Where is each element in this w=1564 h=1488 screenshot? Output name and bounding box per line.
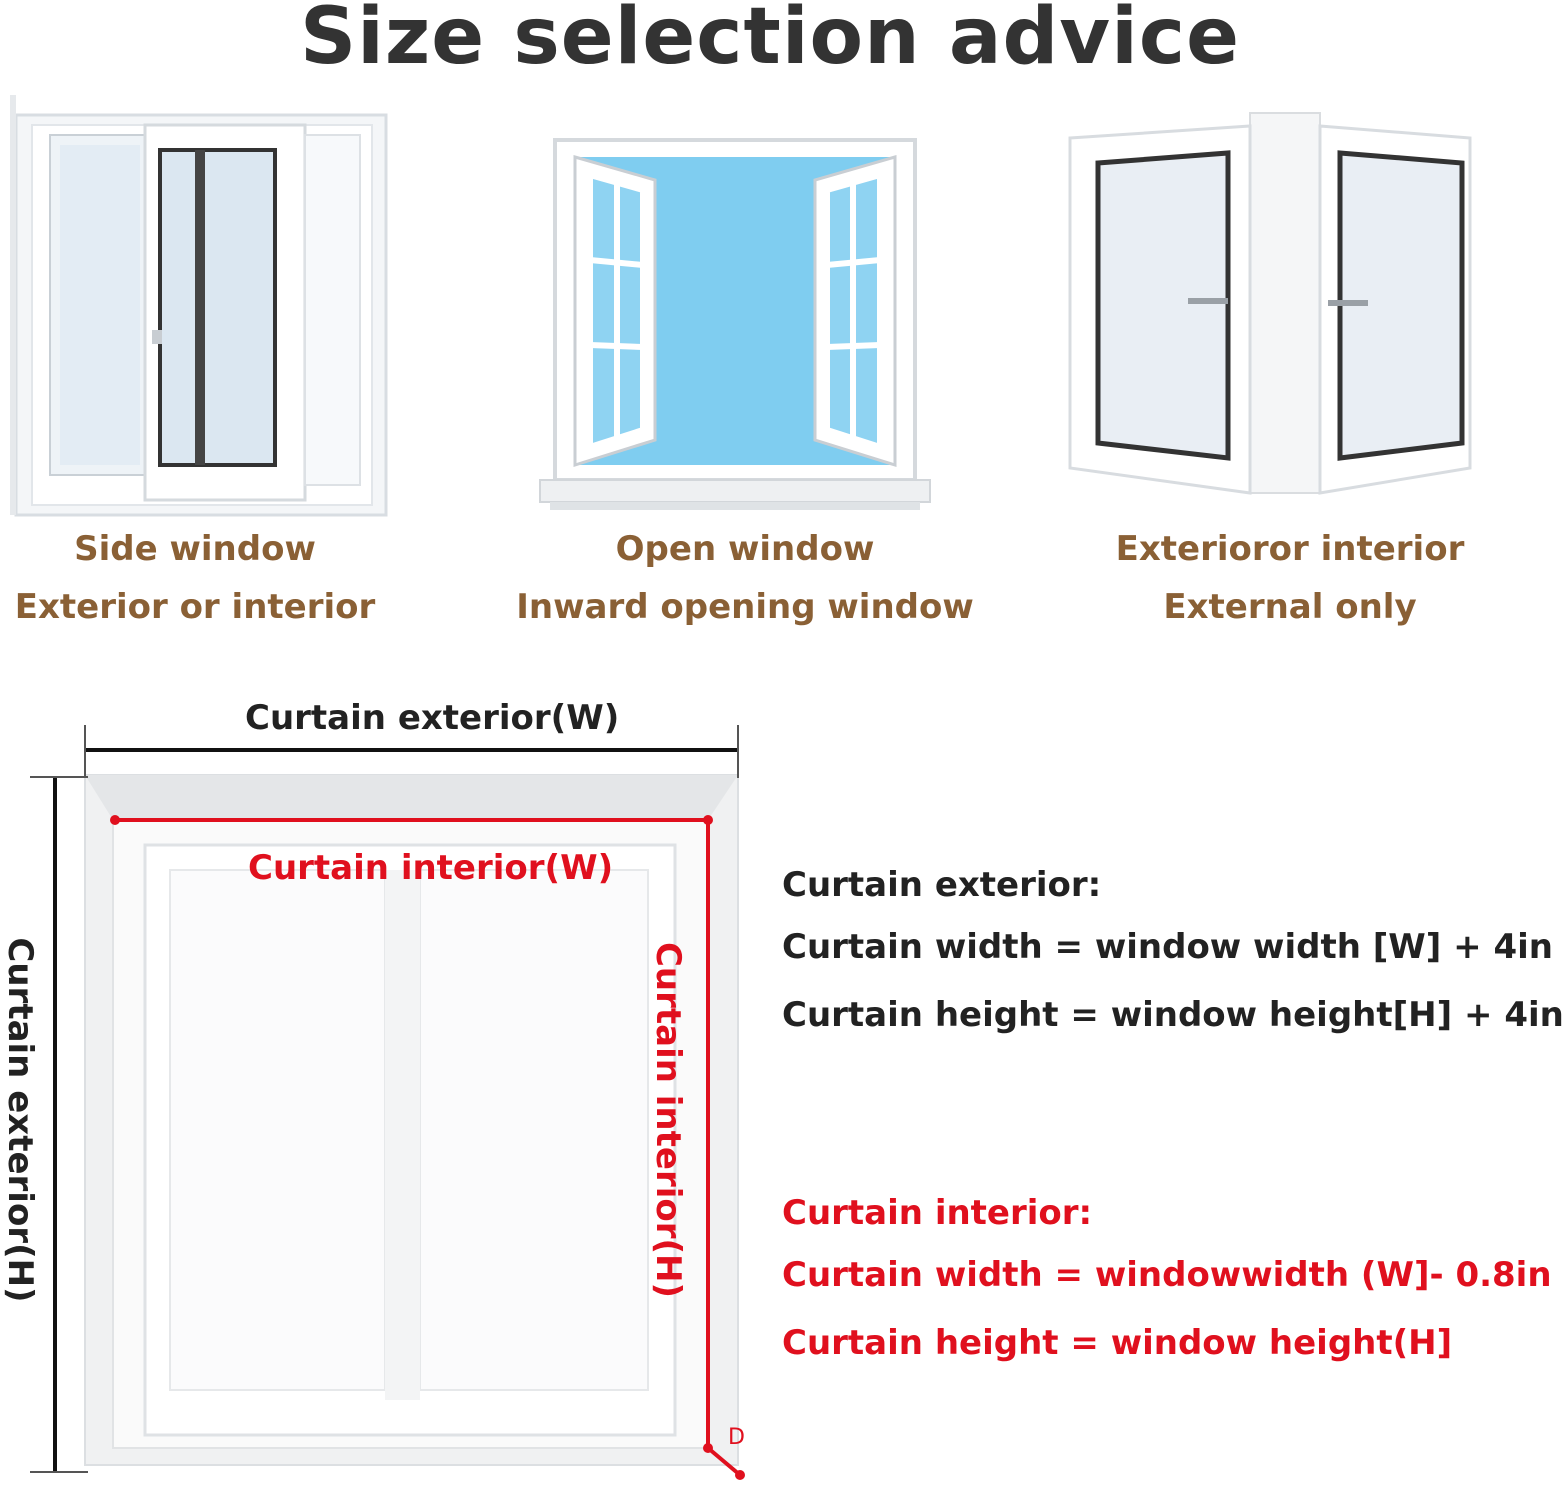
interior-height-formula: Curtain height = window height(H] (782, 1323, 1453, 1363)
page-title: Size selection advice (299, 0, 1241, 82)
interior-info: Curtain interior: Curtain width = window… (782, 1182, 1552, 1374)
caption-line1: Side window (74, 529, 316, 569)
open-window-caption: Open window Inward opening window (515, 520, 975, 636)
exterior-height-label: Curtain exterior(H) (0, 937, 40, 1303)
interior-width-label: Curtain interior(W) (248, 848, 614, 888)
exterior-height-formula: Curtain height = window height[H] + 4in (782, 995, 1564, 1035)
caption-line1: Open window (615, 529, 875, 569)
open-casement-window-icon (539, 138, 931, 510)
caption-line2: Exterior or interior (14, 587, 376, 627)
exterior-heading: Curtain exterior: (782, 865, 1102, 905)
exterior-width-label: Curtain exterior(W) (245, 698, 620, 738)
window-measurement-diagram (30, 725, 745, 1480)
side-window-caption: Side window Exterior or interior (10, 520, 380, 636)
exterior-width-formula: Curtain width = window width [W] + 4in (782, 927, 1554, 967)
caption-line2: External only (1163, 587, 1417, 627)
interior-height-label: Curtain interior(H) (648, 941, 688, 1299)
corner-mark: D (728, 1425, 745, 1450)
interior-heading: Curtain interior: (782, 1193, 1093, 1233)
exterior-info: Curtain exterior: Curtain width = window… (782, 854, 1564, 1046)
exterior-window-caption: Exterioror interior External only (1100, 520, 1480, 636)
outward-casement-window-icon (1068, 112, 1472, 495)
caption-line2: Inward opening window (516, 587, 974, 627)
caption-line1: Exterioror interior (1115, 529, 1465, 569)
sliding-window-icon (10, 95, 388, 517)
interior-width-formula: Curtain width = windowwidth (W]- 0.8in (782, 1255, 1552, 1295)
